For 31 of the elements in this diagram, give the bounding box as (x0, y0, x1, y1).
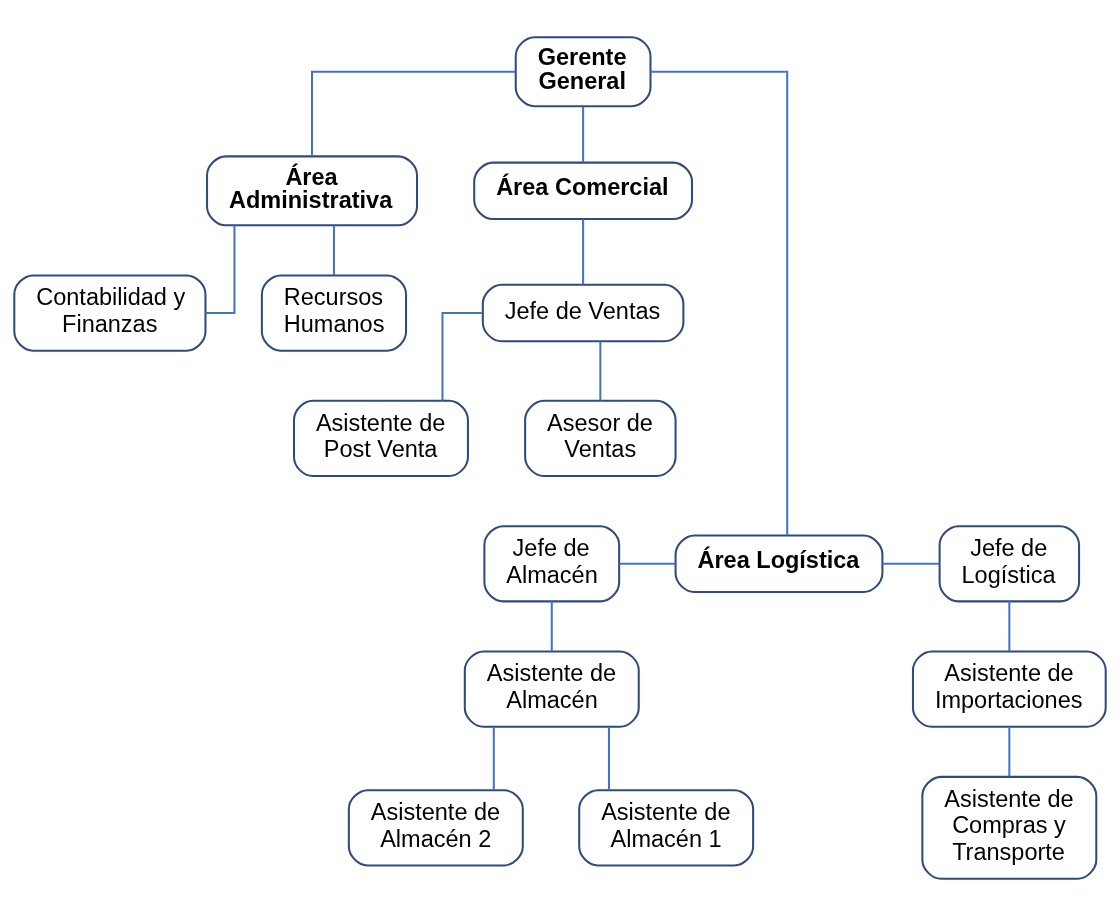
connector (311, 70, 516, 156)
node-box: Contabilidad y Finanzas (13, 273, 207, 352)
node-box: Asistente de Importaciones (911, 650, 1107, 728)
connector (332, 225, 335, 275)
node-box: Jefe de Almacén (483, 524, 621, 602)
connector (492, 726, 495, 790)
connector (582, 106, 585, 162)
connector (205, 225, 236, 314)
connector (1008, 726, 1011, 776)
connector (441, 311, 483, 401)
node-box: Área Logística (674, 534, 884, 593)
node-box: Recursos Humanos (260, 273, 408, 352)
node-box: Gerente General (514, 35, 652, 107)
node-box: Asistente de Compras y Transporte (921, 775, 1098, 880)
node-box: Asistente de Almacén (463, 650, 640, 728)
connector (599, 341, 602, 401)
node-box: Área Comercial (473, 161, 694, 220)
connector (582, 218, 585, 284)
connector (882, 562, 940, 565)
node-box: Jefe de Ventas (481, 283, 685, 342)
node-box: Asistente de Almacén 2 (347, 788, 524, 866)
connector (650, 70, 789, 535)
connector (1008, 600, 1011, 651)
connector (607, 726, 610, 790)
connector (550, 600, 553, 651)
node-box: Jefe de Logística (938, 524, 1081, 602)
connector (619, 562, 676, 565)
node-box: Asistente de Post Venta (293, 399, 469, 477)
node-box: Asesor de Ventas (524, 399, 677, 477)
node-box: Asistente de Almacén 1 (578, 788, 755, 866)
node-box: Área Administrativa (206, 154, 419, 226)
